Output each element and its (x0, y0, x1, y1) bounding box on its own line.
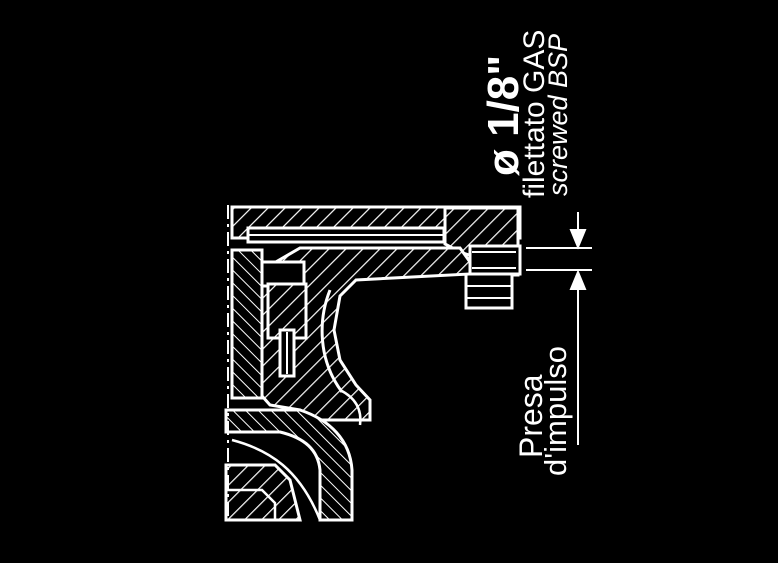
lower-curve (231, 438, 322, 521)
part-section (224, 205, 522, 522)
annotation-tap: Presa d'impulso (513, 346, 573, 476)
thread-size-label: ø 1/8" (479, 55, 528, 176)
main-body (260, 246, 472, 422)
insert-block (260, 260, 306, 288)
thread-type-it-label: filettato GAS (518, 30, 551, 198)
left-wall (230, 248, 264, 400)
lower-flange (224, 408, 354, 522)
dimension-lines (526, 212, 592, 445)
outer-curve (339, 388, 362, 426)
bottom-step (226, 488, 277, 520)
arrow-up (569, 269, 587, 290)
threaded-hole (468, 244, 522, 276)
tap-label-line1: Presa (513, 374, 549, 458)
annotation-thread: ø 1/8" filettato GAS screwed BSP (479, 30, 573, 198)
thread-type-en-label: screwed BSP (543, 34, 573, 196)
arrow-down (569, 229, 587, 250)
fitting-nut (464, 272, 514, 310)
inner-cavity (320, 289, 344, 393)
tap-label-line2: d'impulso (538, 346, 573, 476)
